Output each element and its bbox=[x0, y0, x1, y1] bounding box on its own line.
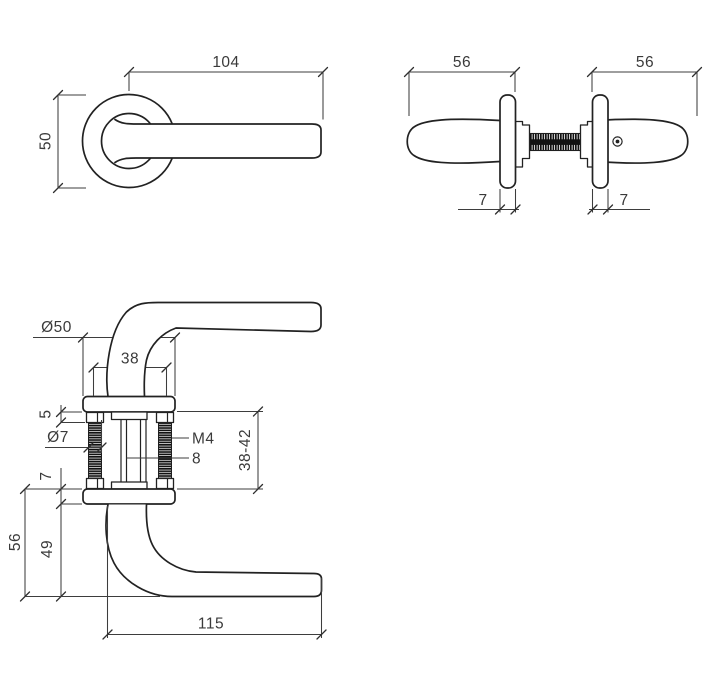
section-right-screw bbox=[158, 422, 172, 479]
section-rose-thickness-dimension: 7 bbox=[38, 468, 82, 510]
section-thread-label: M4 bbox=[192, 431, 215, 448]
side-right-rose-thickness-label: 7 bbox=[619, 192, 628, 209]
set-screw-dot bbox=[615, 139, 620, 144]
section-left-screw bbox=[88, 422, 102, 479]
section-screw-diameter-dimension: Ø7 bbox=[45, 420, 107, 453]
section-spindle-label: 8 bbox=[192, 451, 201, 468]
section-hub-width-label: 38 bbox=[121, 351, 139, 368]
side-right-rose-thickness-dimension: 7 bbox=[587, 189, 650, 215]
section-neck-height-label: 49 bbox=[39, 540, 56, 558]
side-left-projection-dimension: 56 bbox=[403, 54, 521, 116]
section-nut-height-dimension: 5 bbox=[38, 405, 85, 428]
front-rose-height-dimension: 50 bbox=[38, 89, 86, 194]
section-view: Ø50 38 5 Ø7 M4 bbox=[7, 301, 327, 640]
section-upper-collar bbox=[110, 411, 148, 421]
section-nut-height-label: 5 bbox=[38, 409, 55, 418]
section-rose-diameter-dimension: Ø50 bbox=[41, 319, 176, 396]
side-right-rose-plate bbox=[591, 94, 609, 189]
section-upper-rose-plate bbox=[82, 395, 176, 413]
side-left-rose-plate bbox=[499, 94, 517, 189]
front-lever bbox=[114, 118, 322, 164]
side-left-projection-label: 56 bbox=[453, 54, 471, 71]
side-view: 56 56 bbox=[403, 54, 703, 215]
section-rose-diameter-label: Ø50 bbox=[41, 319, 72, 336]
side-left-rose-thickness-dimension: 7 bbox=[458, 189, 521, 215]
front-view: 104 50 bbox=[38, 54, 329, 194]
section-thread-callout: M4 bbox=[172, 431, 215, 448]
section-upper-lever bbox=[106, 301, 322, 398]
section-total-height-label: 56 bbox=[7, 533, 24, 551]
side-left-hub bbox=[514, 120, 531, 168]
side-right-projection-dimension: 56 bbox=[586, 54, 703, 116]
front-length-label: 104 bbox=[212, 54, 239, 71]
section-spindle-callout: 8 bbox=[126, 451, 201, 468]
section-screw-diameter-label: Ø7 bbox=[47, 429, 69, 446]
section-hub-width-dimension: 38 bbox=[92, 351, 168, 396]
front-rose-height-label: 50 bbox=[38, 132, 55, 150]
section-adjust-range-dimension: 38-42 bbox=[177, 406, 264, 495]
section-neck-height-dimension: 49 bbox=[39, 504, 67, 602]
section-grip-length-dimension: 115 bbox=[102, 506, 327, 640]
section-grip-length-label: 115 bbox=[198, 616, 224, 633]
section-total-height-dimension: 56 bbox=[7, 483, 160, 602]
section-adjust-range-label: 38-42 bbox=[237, 429, 254, 471]
section-lower-collar bbox=[110, 481, 148, 490]
section-rose-thickness-label: 7 bbox=[38, 471, 55, 480]
section-lower-rose-plate bbox=[82, 488, 176, 505]
side-right-handle bbox=[594, 118, 689, 164]
side-spindle bbox=[528, 132, 582, 152]
set-screw-hole bbox=[612, 136, 623, 147]
side-right-projection-label: 56 bbox=[636, 54, 654, 71]
side-left-handle bbox=[406, 118, 501, 164]
section-spindle bbox=[120, 419, 147, 482]
side-left-rose-thickness-label: 7 bbox=[478, 192, 487, 209]
front-length-dimension: 104 bbox=[123, 54, 329, 120]
